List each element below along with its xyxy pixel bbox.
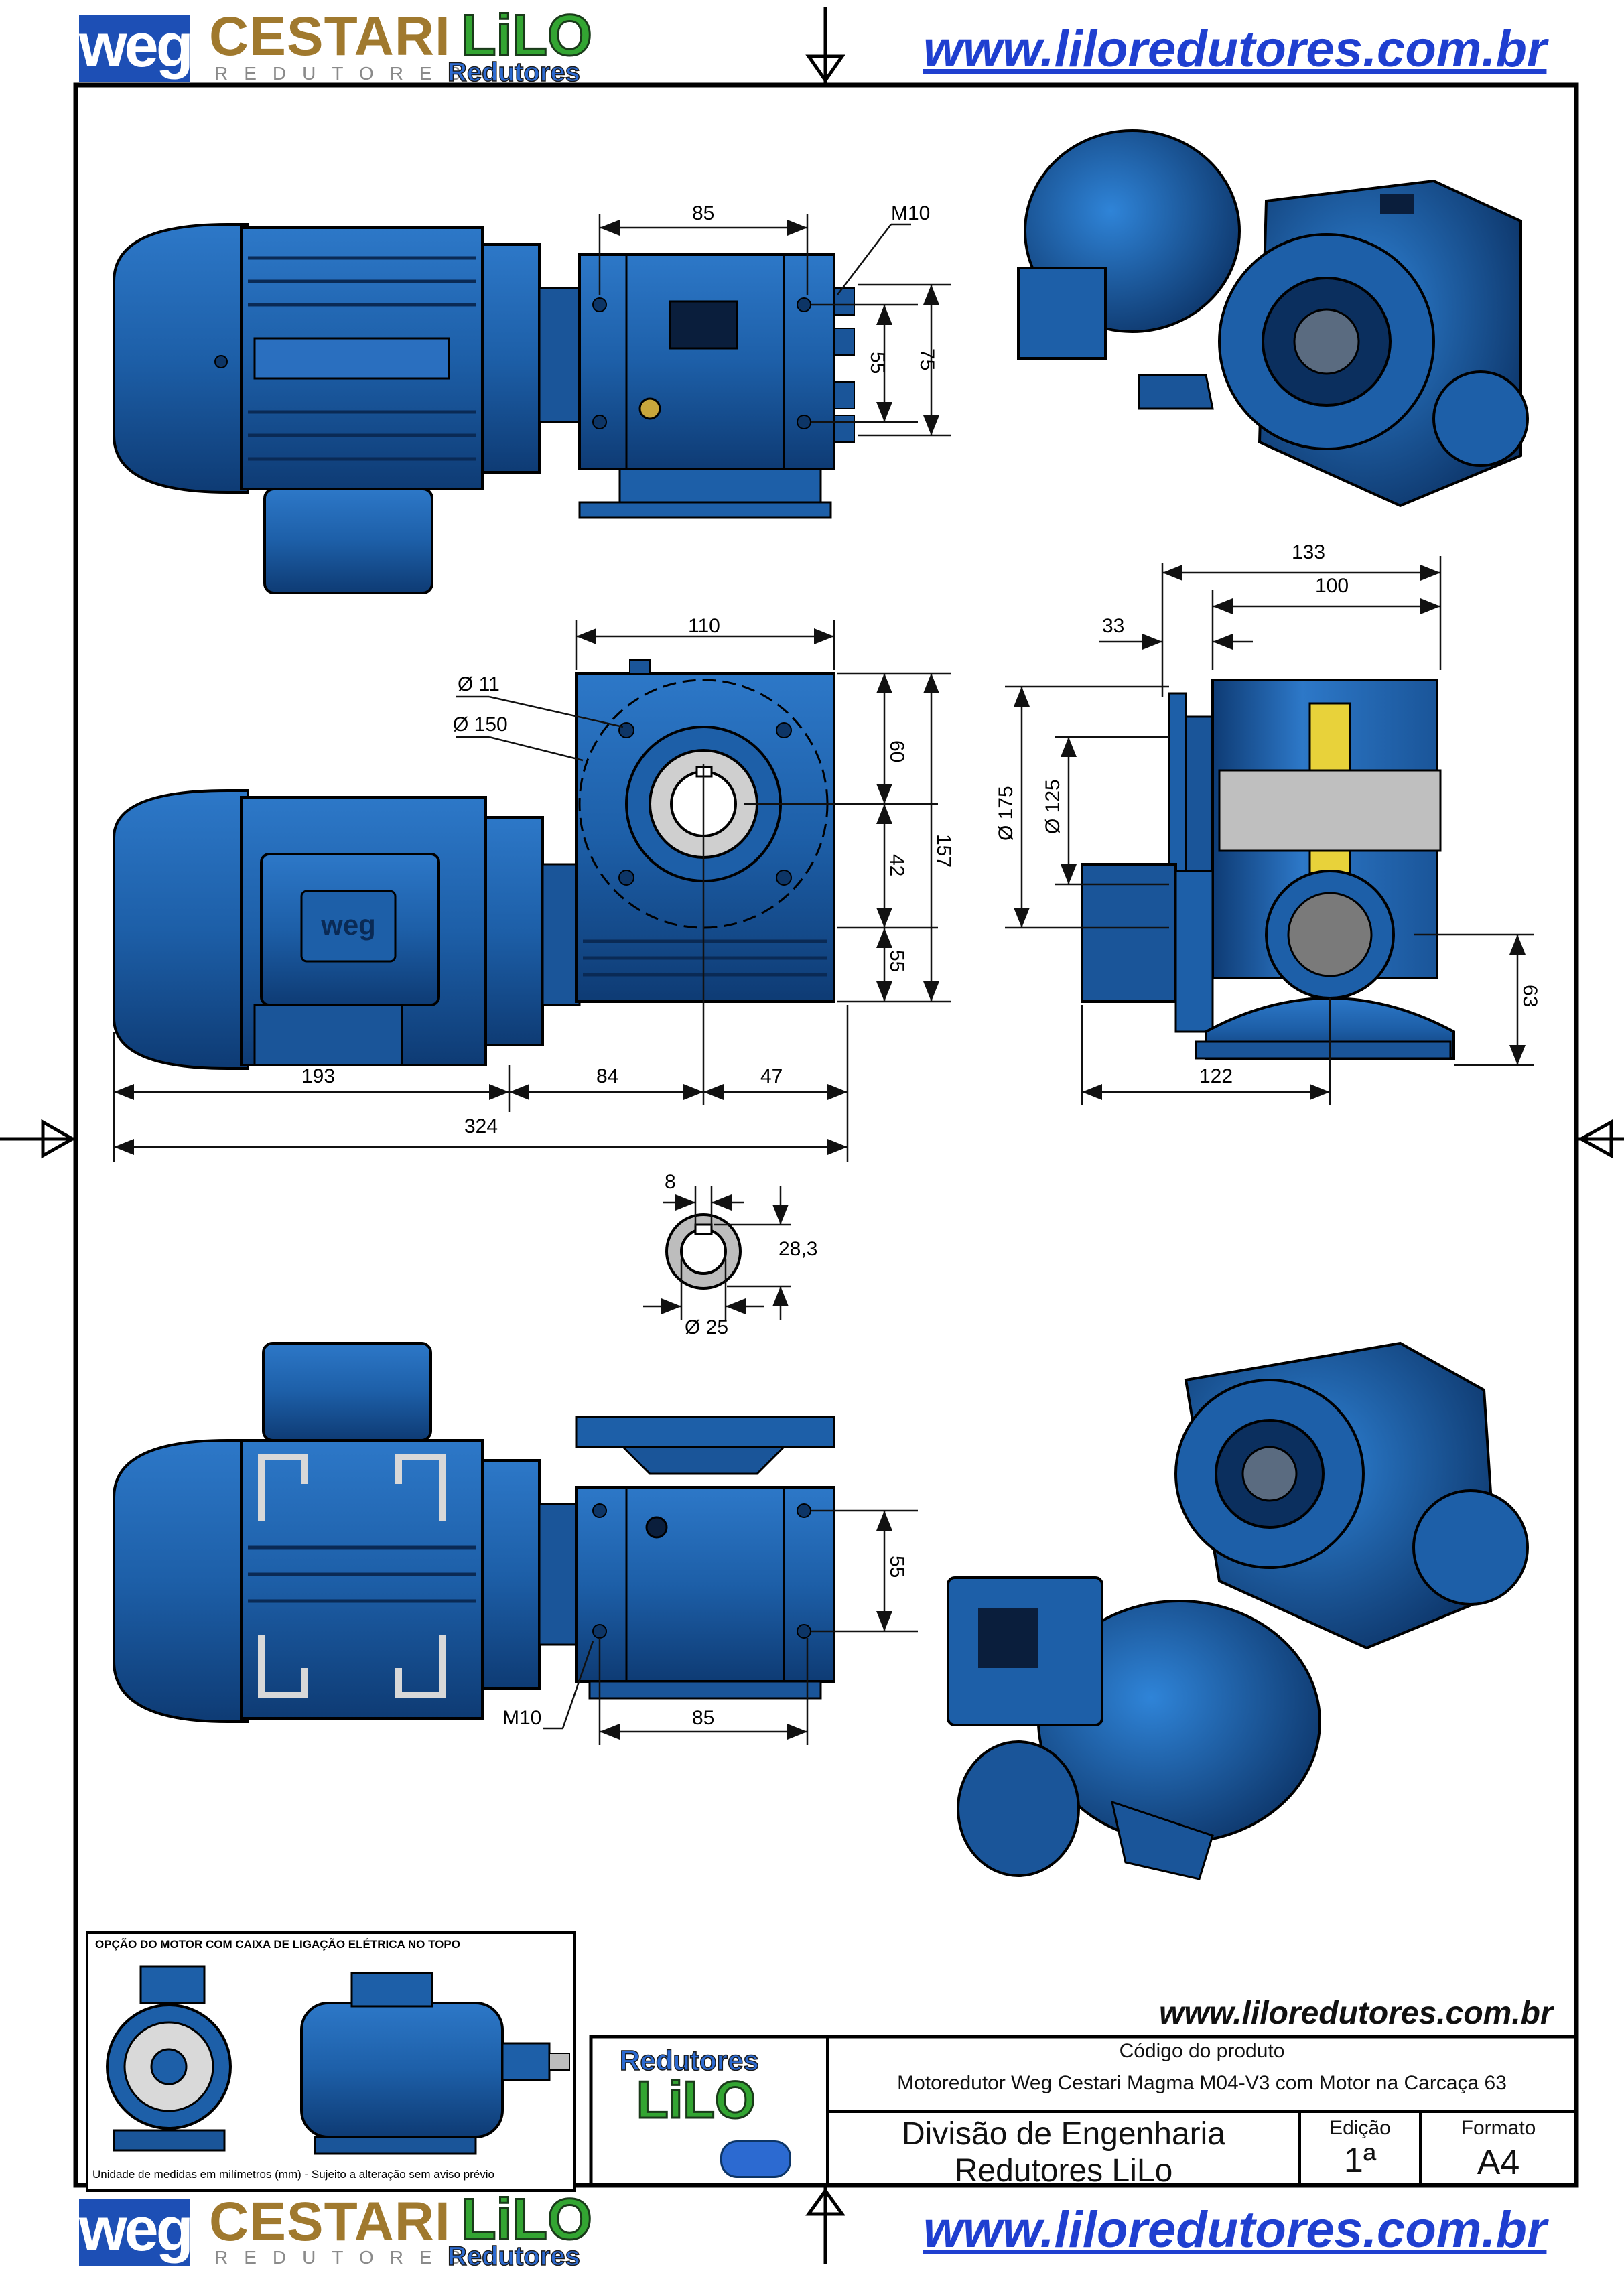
weg-logo: weg	[79, 15, 194, 82]
dim-side-125: Ø 125	[1042, 779, 1064, 834]
footer-cestari-logo: CESTARI	[209, 2191, 451, 2252]
dim-top-m10: M10	[891, 202, 931, 224]
dim-shaft-height: 28,3	[779, 1238, 818, 1260]
side-section-dims	[1005, 556, 1534, 1105]
bottom-view-dims	[543, 1509, 918, 1745]
titleblock-logo-redutores: Redutores	[619, 2045, 759, 2076]
svg-text:weg: weg	[320, 909, 376, 941]
footer-lilo-subtitle: Redutores	[447, 2242, 580, 2271]
bottom-view-drawing	[113, 1342, 835, 1723]
side-section-drawing	[1081, 679, 1455, 1060]
motor-option-images	[106, 1965, 570, 2155]
format-label: Formato	[1461, 2117, 1536, 2139]
dim-top-85: 85	[692, 202, 715, 224]
lilo-subtitle: Redutores	[447, 58, 580, 87]
footer-cestari-subtitle: REDUTORES	[214, 2247, 477, 2268]
dim-front-55: 55	[886, 950, 908, 973]
dim-bottom-55: 55	[886, 1556, 908, 1578]
dim-side-33: 33	[1102, 615, 1125, 637]
dim-front-hole: Ø 11	[458, 673, 500, 695]
header-url-link[interactable]: www.liloredutores.com.br	[923, 21, 1547, 78]
front-view-dims	[113, 620, 951, 1162]
footer-lilo-logo: LiLO	[460, 2187, 594, 2252]
front-view-drawing: weg	[113, 659, 835, 1070]
dim-side-122: 122	[1199, 1065, 1233, 1087]
dim-side-133: 133	[1292, 541, 1326, 563]
dim-side-100: 100	[1315, 575, 1349, 597]
dim-bottom-m10: M10	[502, 1707, 542, 1729]
footer-weg-logo: weg	[79, 2199, 194, 2266]
dim-shaft-diameter: Ø 25	[685, 1316, 729, 1338]
dim-front-84: 84	[596, 1065, 619, 1087]
dim-front-110: 110	[688, 615, 720, 637]
titleblock-logo-lilo: LiLO	[636, 2070, 757, 2129]
dim-front-bolt-circle: Ø 150	[453, 713, 508, 736]
titleblock-logo-icon	[720, 2140, 791, 2178]
top-view-drawing	[113, 223, 855, 594]
edition-value: 1ª	[1343, 2141, 1377, 2180]
weg-logo-text: weg	[79, 11, 194, 80]
title-block-lines	[589, 2035, 1578, 2187]
shaft-detail-dims	[643, 1186, 791, 1320]
lilo-logo: LiLO	[460, 3, 594, 68]
dim-front-157: 157	[933, 834, 955, 868]
dim-top-55: 55	[866, 352, 888, 374]
dim-front-324: 324	[464, 1115, 498, 1138]
dim-front-193: 193	[301, 1065, 336, 1087]
division-line2: Redutores LiLo	[954, 2153, 1173, 2189]
dim-front-60: 60	[886, 740, 908, 763]
dim-front-42: 42	[886, 854, 908, 877]
top-view-dims	[598, 214, 951, 437]
motor-option-title: OPÇÃO DO MOTOR COM CAIXA DE LIGAÇÃO ELÉT…	[95, 1938, 460, 1951]
product-name: Motoredutor Weg Cestari Magma M04-V3 com…	[897, 2072, 1507, 2094]
motor-option-note: Unidade de medidas em milímetros (mm) - …	[92, 2168, 494, 2181]
isometric-view-top	[1017, 129, 1529, 508]
division-line1: Divisão de Engenharia	[902, 2116, 1225, 2152]
footer-weg-logo-text: weg	[79, 2195, 194, 2264]
isometric-view-bottom	[947, 1341, 1529, 1880]
cestari-subtitle: REDUTORES	[214, 63, 477, 84]
dim-top-75: 75	[916, 348, 938, 371]
format-value: A4	[1477, 2143, 1520, 2182]
dim-front-47: 47	[760, 1065, 783, 1087]
dim-bottom-85: 85	[692, 1707, 715, 1729]
footer-url-link[interactable]: www.liloredutores.com.br	[923, 2201, 1547, 2258]
dim-side-63: 63	[1519, 985, 1541, 1008]
titleblock-url-link[interactable]: www.liloredutores.com.br	[1159, 1996, 1553, 2031]
centering-marks	[0, 7, 1624, 2264]
dim-shaft-key: 8	[665, 1171, 676, 1193]
cestari-logo: CESTARI	[209, 6, 451, 67]
dim-side-175: Ø 175	[995, 786, 1017, 841]
edition-label: Edição	[1329, 2117, 1391, 2139]
shaft-detail-drawing	[665, 1213, 742, 1290]
product-code-label: Código do produto	[1119, 2040, 1285, 2062]
